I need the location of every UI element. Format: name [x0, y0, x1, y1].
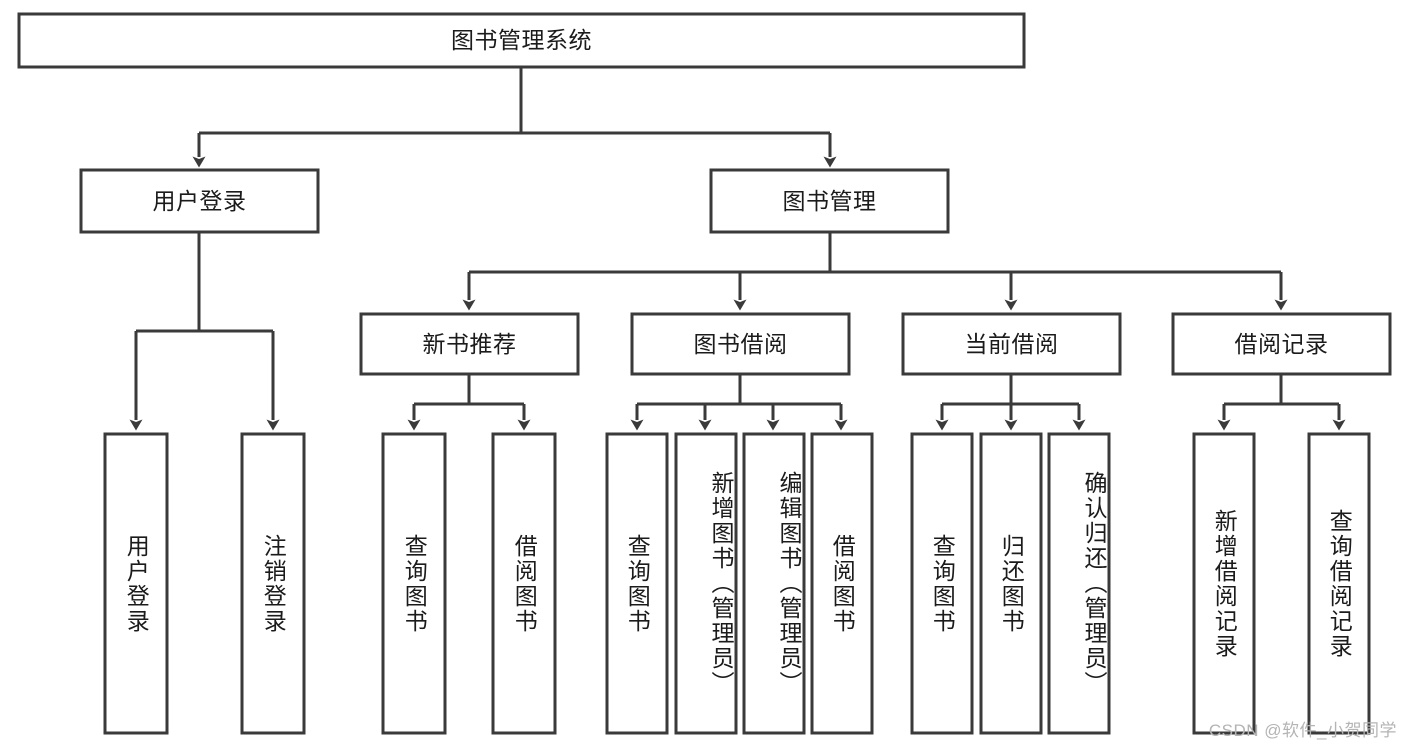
- node-leaf-borrow-edit[interactable]: [744, 434, 804, 733]
- node-rect-login: [79, 168, 320, 234]
- watermark-text: CSDN @软件_小贺同学: [1208, 721, 1397, 740]
- node-leaf-current-query[interactable]: [912, 434, 972, 733]
- node-rect-records: [1171, 312, 1392, 376]
- node-leaf-user-login[interactable]: [105, 434, 167, 733]
- node-rect-current: [901, 312, 1122, 376]
- node-leaf-user-logout[interactable]: [242, 434, 304, 733]
- node-leaf-borrow-lend[interactable]: [812, 434, 872, 733]
- node-leaf-borrow-add[interactable]: [676, 434, 736, 733]
- node-leaf-newbook-query[interactable]: [383, 434, 445, 733]
- node-rect-leaf-records-query: [1307, 432, 1371, 735]
- node-bookmgmt[interactable]: [711, 170, 948, 232]
- node-rect-bookmgmt: [709, 168, 950, 234]
- node-records[interactable]: [1173, 314, 1390, 374]
- connectors: [129, 67, 1346, 431]
- node-rect-borrow: [630, 312, 851, 376]
- node-root[interactable]: [19, 14, 1024, 67]
- node-rect-leaf-user-login: [103, 432, 169, 735]
- node-leaf-current-return[interactable]: [981, 434, 1041, 733]
- node-current[interactable]: [903, 314, 1120, 374]
- node-leaf-borrow-query[interactable]: [607, 434, 667, 733]
- node-rect-leaf-current-query: [910, 432, 974, 735]
- node-rect-leaf-user-logout: [240, 432, 306, 735]
- node-login[interactable]: [81, 170, 318, 232]
- node-rect-leaf-current-confirm: [1047, 432, 1111, 735]
- node-rect-leaf-current-return: [979, 432, 1043, 735]
- node-leaf-current-confirm[interactable]: [1049, 434, 1109, 733]
- node-rect-leaf-records-add: [1192, 432, 1256, 735]
- node-rect-leaf-newbook-borrow: [491, 432, 557, 735]
- node-leaf-newbook-borrow[interactable]: [493, 434, 555, 733]
- node-leaf-records-query[interactable]: [1309, 434, 1369, 733]
- node-rect-leaf-borrow-lend: [810, 432, 874, 735]
- node-rect-leaf-borrow-edit: [742, 432, 806, 735]
- node-newbook[interactable]: [361, 314, 578, 374]
- node-rect-leaf-borrow-query: [605, 432, 669, 735]
- node-rect-leaf-newbook-query: [381, 432, 447, 735]
- node-rect-newbook: [359, 312, 580, 376]
- node-rect-root: [17, 12, 1026, 69]
- node-rectangles: [17, 12, 1392, 735]
- node-rect-leaf-borrow-add: [674, 432, 738, 735]
- node-borrow[interactable]: [632, 314, 849, 374]
- node-leaf-records-add[interactable]: [1194, 434, 1254, 733]
